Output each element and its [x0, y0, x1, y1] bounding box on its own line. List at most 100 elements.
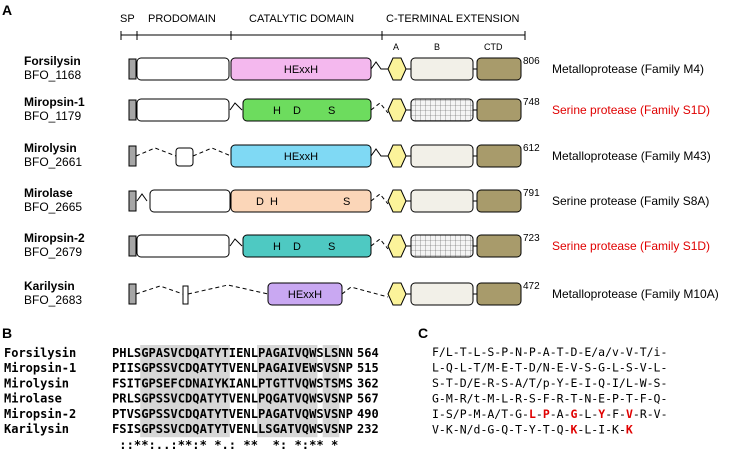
linker-caret [370, 148, 388, 157]
motif-segment: -A- [550, 407, 571, 421]
sublabel-a: A [393, 42, 399, 52]
catalytic-residue: H [273, 241, 281, 253]
alignment-position: 567 [357, 392, 379, 406]
header-cterm: C-TERMINAL EXTENSION [386, 13, 519, 25]
motif-segment: - [536, 407, 543, 421]
signal-peptide [128, 145, 137, 167]
domain-a [387, 234, 407, 258]
linker-caret [229, 238, 243, 247]
catalytic-residue: D [293, 241, 301, 253]
sublabel-ctd: CTD [484, 42, 503, 52]
alignment-position: 490 [357, 407, 379, 421]
conserved-residue: P [543, 407, 550, 421]
catalytic-residue: H [273, 105, 281, 117]
alignment-sequence: PRLSGPSSVCDQATYTVENLPQGATVQWSVSNP [112, 392, 353, 406]
protein-length: 723 [523, 233, 540, 244]
catalytic-residue: D [256, 196, 264, 208]
domain-a [387, 144, 407, 168]
protein-id: BFO_2665 [24, 200, 82, 214]
alignment-position: 564 [357, 346, 379, 360]
deleted-region [192, 147, 232, 157]
protein-length: 806 [523, 56, 540, 67]
protein-id: BFO_1179 [24, 109, 81, 123]
domain-b [410, 144, 474, 168]
motif-segment: F/L-T-L-S-P-N-P-A-T-D-E/a/v-V-T/i- [432, 345, 667, 359]
ctd-domain [476, 98, 522, 122]
linker [370, 102, 389, 114]
domain-b [410, 282, 474, 306]
alignment-protein-name: Miropsin-1 [4, 361, 76, 375]
signal-peptide [128, 190, 137, 212]
alignment-sequence: PIISGPSSVCDQATYTVENLPAGAIVEWSVSNP [112, 361, 353, 375]
motif-segment: I-S/P-M-A/T-G- [432, 407, 529, 421]
protein-length: 748 [523, 97, 540, 108]
domain-a [387, 282, 407, 306]
domain-a [387, 57, 407, 81]
alignment-sequence: FSISGPSSVCDQATYTVENLLSGATVQWSVSNP [112, 422, 353, 436]
protein-id: BFO_2683 [24, 293, 82, 307]
signal-peptide [128, 99, 137, 121]
conserved-residue: V [626, 407, 633, 421]
linker-caret [136, 193, 148, 202]
prodomain [182, 285, 189, 305]
protease-family: Serine protease (Family S1D) [552, 103, 710, 117]
ctd-domain [476, 234, 522, 258]
catalytic-residue: H [270, 196, 278, 208]
domain-b [410, 234, 474, 258]
panel-c-label: C [418, 325, 428, 341]
header-prodomain: PRODOMAIN [148, 13, 216, 25]
domain-b [410, 57, 474, 81]
domain-b [410, 98, 474, 122]
alignment-protein-name: Miropsin-2 [4, 407, 76, 421]
conserved-residue: Y [598, 407, 605, 421]
catalytic-domain [242, 234, 372, 258]
protein-name: Mirolase [24, 186, 73, 200]
alignment-position: 232 [357, 422, 379, 436]
alignment-protein-name: Mirolase [4, 392, 62, 406]
protease-family: Metalloprotease (Family M10A) [552, 287, 719, 301]
motif-segment: S-T-D/E-R-S-A/T/p-Y-E-I-Q-I/L-W-S- [432, 376, 667, 390]
deleted-region [135, 147, 177, 157]
domain-b [410, 189, 474, 213]
protein-name: Mirolysin [24, 141, 77, 155]
catalytic-domain [242, 98, 372, 122]
linker-caret [370, 61, 388, 70]
ctd-domain [476, 189, 522, 213]
header-sp: SP [120, 13, 135, 25]
protein-name: Miropsin-2 [24, 231, 85, 245]
motif-segment: -L-I-K- [577, 423, 625, 437]
conserved-residue: G [571, 407, 578, 421]
protease-family: Metalloprotease (Family M43) [552, 149, 711, 163]
motif-segment: -F- [605, 407, 626, 421]
prodomain [175, 147, 194, 167]
ctd-domain [476, 57, 522, 81]
conserved-residue: L [529, 407, 536, 421]
motif-line: G-M-R/t-M-L-R-S-F-R-T-N-E-P-T-F-Q- [432, 392, 667, 406]
protease-family: Serine protease (Family S1D) [552, 239, 710, 253]
protein-name: Miropsin-1 [24, 95, 85, 109]
ctd-domain [476, 144, 522, 168]
catalytic-motif: HExxH [284, 64, 318, 76]
catalytic-motif: HExxH [288, 289, 322, 301]
protein-id: BFO_2679 [24, 245, 82, 259]
domain-a [387, 189, 407, 213]
prodomain [136, 98, 230, 122]
linker-caret [229, 102, 243, 111]
alignment-sequence: PTVSGPSSVCDQATYTVENLPAGATVQWSVSNP [112, 407, 353, 421]
panel-b-label: B [2, 325, 12, 341]
alignment-protein-name: Mirolysin [4, 376, 69, 390]
motif-segment: -R-V- [633, 407, 668, 421]
protein-length: 472 [523, 281, 540, 292]
protein-id: BFO_2661 [24, 155, 82, 169]
alignment-protein-name: Karilysin [4, 422, 69, 436]
linker [370, 238, 389, 250]
motif-segment: L-Q-L-T/M-E-T-D/N-E-V-S-G-L-S-V-L- [432, 361, 667, 375]
header-catalytic: CATALYTIC DOMAIN [249, 13, 354, 25]
protease-family: Metalloprotease (Family M4) [552, 62, 704, 76]
catalytic-motif: HExxH [284, 151, 318, 163]
